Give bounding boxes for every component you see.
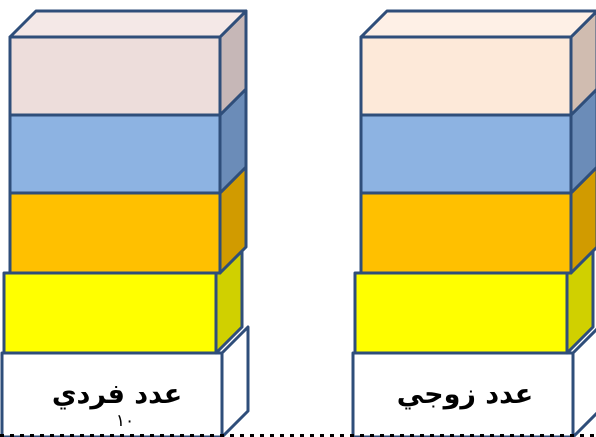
block-odd-1 — [8, 9, 248, 117]
page-number: ١٠ — [115, 411, 135, 431]
odd-number-label: عدد فردي — [51, 379, 183, 410]
block-odd-3 — [8, 165, 248, 275]
block-front-face — [8, 113, 222, 195]
block-front-face — [359, 113, 573, 195]
block-top-face — [359, 9, 596, 39]
block-stack-even — [351, 9, 596, 437]
block-stack-odd — [0, 9, 250, 437]
even-number-label: عدد زوجي — [396, 379, 534, 410]
block-even-5 — [351, 327, 596, 437]
block-front-face — [359, 35, 573, 117]
block-front-face — [353, 271, 569, 355]
block-odd-4 — [2, 245, 244, 355]
block-front-face — [8, 35, 222, 117]
bottom-dashed-line — [0, 434, 596, 437]
block-top-face — [8, 9, 248, 39]
block-front-face — [359, 191, 573, 275]
block-even-2 — [359, 87, 596, 195]
block-front-face — [8, 191, 222, 275]
block-even-1 — [359, 9, 596, 117]
block-front-face — [2, 271, 218, 355]
